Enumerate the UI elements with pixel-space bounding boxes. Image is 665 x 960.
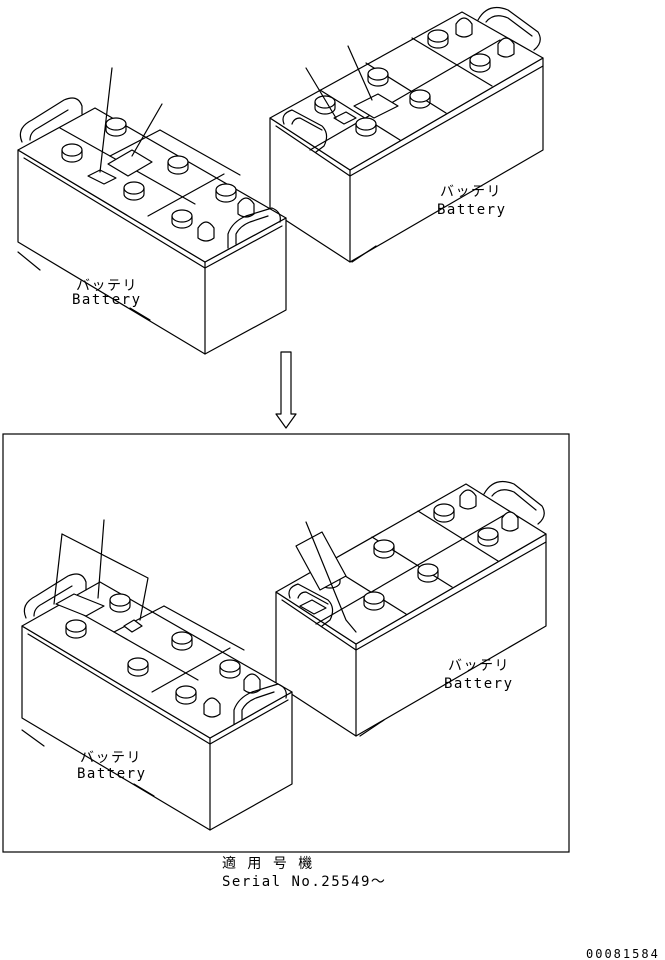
cell-cap [123,181,145,201]
battery-label-en: Battery [72,292,142,308]
battery-label-jp: バッテリ [76,278,138,294]
cell-cap [105,117,127,137]
cell-cap [469,53,491,73]
cell-cap [409,89,431,109]
cell-cap [367,67,389,87]
cell-cap [215,183,237,203]
cell-cap [175,685,197,705]
bottom-battery-front [21,519,293,831]
cell-cap [355,117,377,137]
cell-cap [127,657,149,677]
battery-label-en: Battery [444,676,514,692]
cell-cap [477,527,499,547]
serial-number-label: Serial No.25549～ [222,874,386,890]
battery-label-jp: バッテリ [80,750,142,766]
cell-cap [417,563,439,583]
bottom-battery-back [275,481,547,737]
drawing-number: 00081584 [586,947,660,960]
cell-cap [65,619,87,639]
cell-cap [171,631,193,651]
cell-cap [61,143,83,163]
cell-cap [219,659,241,679]
after-frame [2,433,570,853]
cell-cap [314,95,336,115]
battery-label-en: Battery [77,766,147,782]
cell-cap [167,155,189,175]
cell-cap [109,593,131,613]
cell-cap [427,29,449,49]
cell-cap [363,591,385,611]
cell-cap [433,503,455,523]
battery-label-jp: バッテリ [448,658,510,674]
top-battery-front [17,67,287,355]
battery-label-en: Battery [437,202,507,218]
down-arrow [275,351,297,429]
battery-label-jp: バッテリ [440,184,502,200]
cell-cap [171,209,193,229]
top-battery-back [269,7,544,263]
cell-cap [373,539,395,559]
applicable-machine-label: 適 用 号 機 [222,855,314,872]
